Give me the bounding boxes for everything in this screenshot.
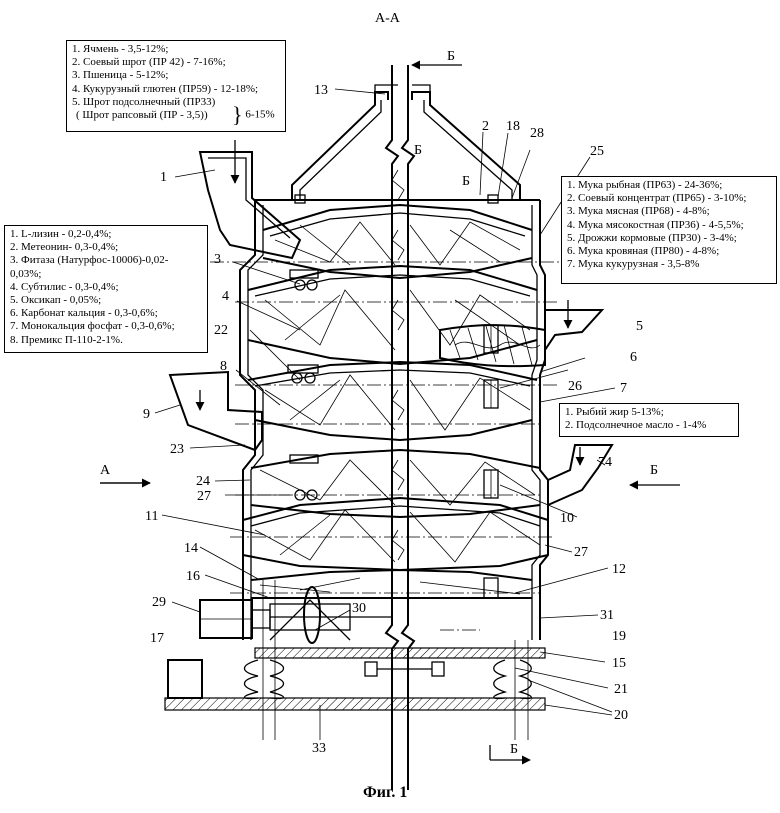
- inlet-1: [198, 140, 302, 260]
- protein-item: 2. Соевый концентрат (ПР65) - 3-10%;: [567, 192, 747, 205]
- additive-item: 0,03%;: [10, 267, 42, 280]
- svg-text:16: 16: [186, 569, 200, 584]
- svg-text:7: 7: [620, 381, 627, 396]
- oil-item: 2. Подсолнечное масло - 1-4%: [565, 419, 707, 432]
- protein-item: 6. Мука кровяная (ПР80) - 4-8%;: [567, 245, 720, 258]
- svg-text:18: 18: [506, 119, 520, 134]
- section-label-top: А-А: [375, 11, 401, 26]
- svg-text:Б: Б: [462, 174, 470, 189]
- box-proteins: 1. Мука рыбная (ПР63) - 24-36%; 2. Соевы…: [561, 176, 777, 284]
- oil-item: 1. Рыбий жир 5-13%;: [565, 406, 664, 418]
- additive-item: 5. Оксикап - 0,05%;: [10, 294, 102, 307]
- svg-text:Б: Б: [510, 742, 518, 757]
- svg-text:33: 33: [312, 741, 326, 756]
- trays: [242, 203, 549, 599]
- grain-item: 1. Ячмень - 3,5-12%;: [72, 43, 169, 55]
- additive-item: 1. L-лизин - 0,2-0,4%;: [10, 228, 112, 240]
- svg-text:9: 9: [143, 407, 150, 422]
- top-cone: [291, 84, 521, 200]
- svg-text:31: 31: [600, 608, 614, 623]
- svg-text:25: 25: [590, 144, 604, 159]
- grain-item: 5. Шрот подсолнечный (ПР33): [72, 95, 216, 108]
- additive-item: 8. Премикс П-110-2-1%.: [10, 333, 123, 346]
- brace-percent: 6-15%: [245, 108, 275, 121]
- svg-text:10: 10: [560, 511, 574, 526]
- drive-unit: [199, 586, 392, 644]
- grain-item: 3. Пшеница - 5-12%;: [72, 69, 169, 82]
- box-additives: 1. L-лизин - 0,2-0,4%; 2. Метеонин- 0,3-…: [4, 225, 208, 353]
- grain-item: ( Шрот рапсовый (ПР - 3,5)): [76, 109, 208, 122]
- protein-item: 7. Мука кукурузная - 3,5-8%: [567, 258, 700, 271]
- section-markers: А Б Б Б Б Б: [100, 49, 680, 765]
- svg-text:30: 30: [352, 601, 366, 616]
- svg-text:1: 1: [160, 170, 167, 185]
- svg-text:12: 12: [612, 562, 626, 577]
- additive-item: 2. Метеонин- 0,3-0,4%;: [10, 241, 119, 254]
- svg-text:15: 15: [612, 656, 626, 671]
- inlet-9: [168, 370, 263, 452]
- svg-text:Б: Б: [447, 49, 455, 64]
- svg-text:28: 28: [530, 126, 544, 141]
- svg-text:4: 4: [222, 289, 229, 304]
- svg-text:Б: Б: [414, 143, 422, 158]
- additive-item: 3. Фитаза (Натурфос-10006)-0,02-: [10, 254, 169, 267]
- leader-lines: [154, 88, 616, 740]
- svg-text:20: 20: [614, 708, 628, 723]
- svg-text:74: 74: [598, 455, 612, 470]
- svg-text:2: 2: [482, 119, 489, 134]
- inlet-5-screw: [439, 300, 605, 368]
- svg-text:14: 14: [184, 541, 198, 556]
- additive-item: 6. Карбонат кальция - 0,3-0,6%;: [10, 307, 158, 320]
- svg-text:19: 19: [612, 629, 626, 644]
- svg-text:А: А: [100, 463, 111, 478]
- svg-text:21: 21: [614, 682, 628, 697]
- svg-text:22: 22: [214, 323, 228, 338]
- svg-text:13: 13: [314, 83, 328, 98]
- reference-numerals: 1 2 3 4 5 6 7 8 9 10 11 12 13 14 15 16 1…: [143, 83, 643, 756]
- box-oils: 1. Рыбий жир 5-13%; 2. Подсолнечное масл…: [559, 403, 739, 437]
- figure-caption: Фиг. 1: [363, 784, 407, 801]
- svg-text:11: 11: [145, 509, 158, 524]
- base-frame: [164, 647, 546, 711]
- right-screens: [483, 324, 499, 599]
- grain-item: 2. Соевый шрот (ПР 42) - 7-16%;: [72, 56, 226, 69]
- svg-text:29: 29: [152, 595, 166, 610]
- protein-item: 4. Мука мясокостная (ПР36) - 4-5,5%;: [567, 218, 744, 231]
- svg-text:Б: Б: [650, 463, 658, 478]
- grain-brace-note: } 6-15%: [232, 104, 275, 126]
- support-lines: [262, 580, 529, 740]
- svg-text:26: 26: [568, 379, 582, 394]
- svg-text:23: 23: [170, 442, 184, 457]
- svg-text:5: 5: [636, 319, 643, 334]
- box-grains: 1. Ячмень - 3,5-12%; 2. Соевый шрот (ПР …: [66, 40, 286, 132]
- brace-icon: }: [232, 102, 243, 127]
- svg-text:27: 27: [197, 489, 211, 504]
- central-shaft: [384, 65, 416, 790]
- svg-text:6: 6: [630, 350, 637, 365]
- vessel-walls: [239, 199, 549, 640]
- additive-item: 7. Монокальция фосфат - 0,3-0,6%;: [10, 320, 175, 333]
- protein-item: 1. Мука рыбная (ПР63) - 24-36%;: [567, 179, 723, 191]
- svg-text:17: 17: [150, 631, 164, 646]
- svg-text:24: 24: [196, 474, 210, 489]
- inlet-74: [547, 444, 614, 506]
- svg-text:3: 3: [214, 252, 221, 267]
- grain-item: 4. Кукурузный глютен (ПР59) - 12-18%;: [72, 82, 259, 95]
- svg-text:27: 27: [574, 545, 588, 560]
- additive-item: 4. Субтилис - 0,3-0,4%;: [10, 280, 119, 293]
- protein-item: 5. Дрожжи кормовые (ПР30) - 3-4%;: [567, 231, 737, 244]
- protein-item: 3. Мука мясная (ПР68) - 4-8%;: [567, 205, 710, 218]
- roller-bearings: [287, 194, 499, 501]
- svg-text:8: 8: [220, 359, 227, 374]
